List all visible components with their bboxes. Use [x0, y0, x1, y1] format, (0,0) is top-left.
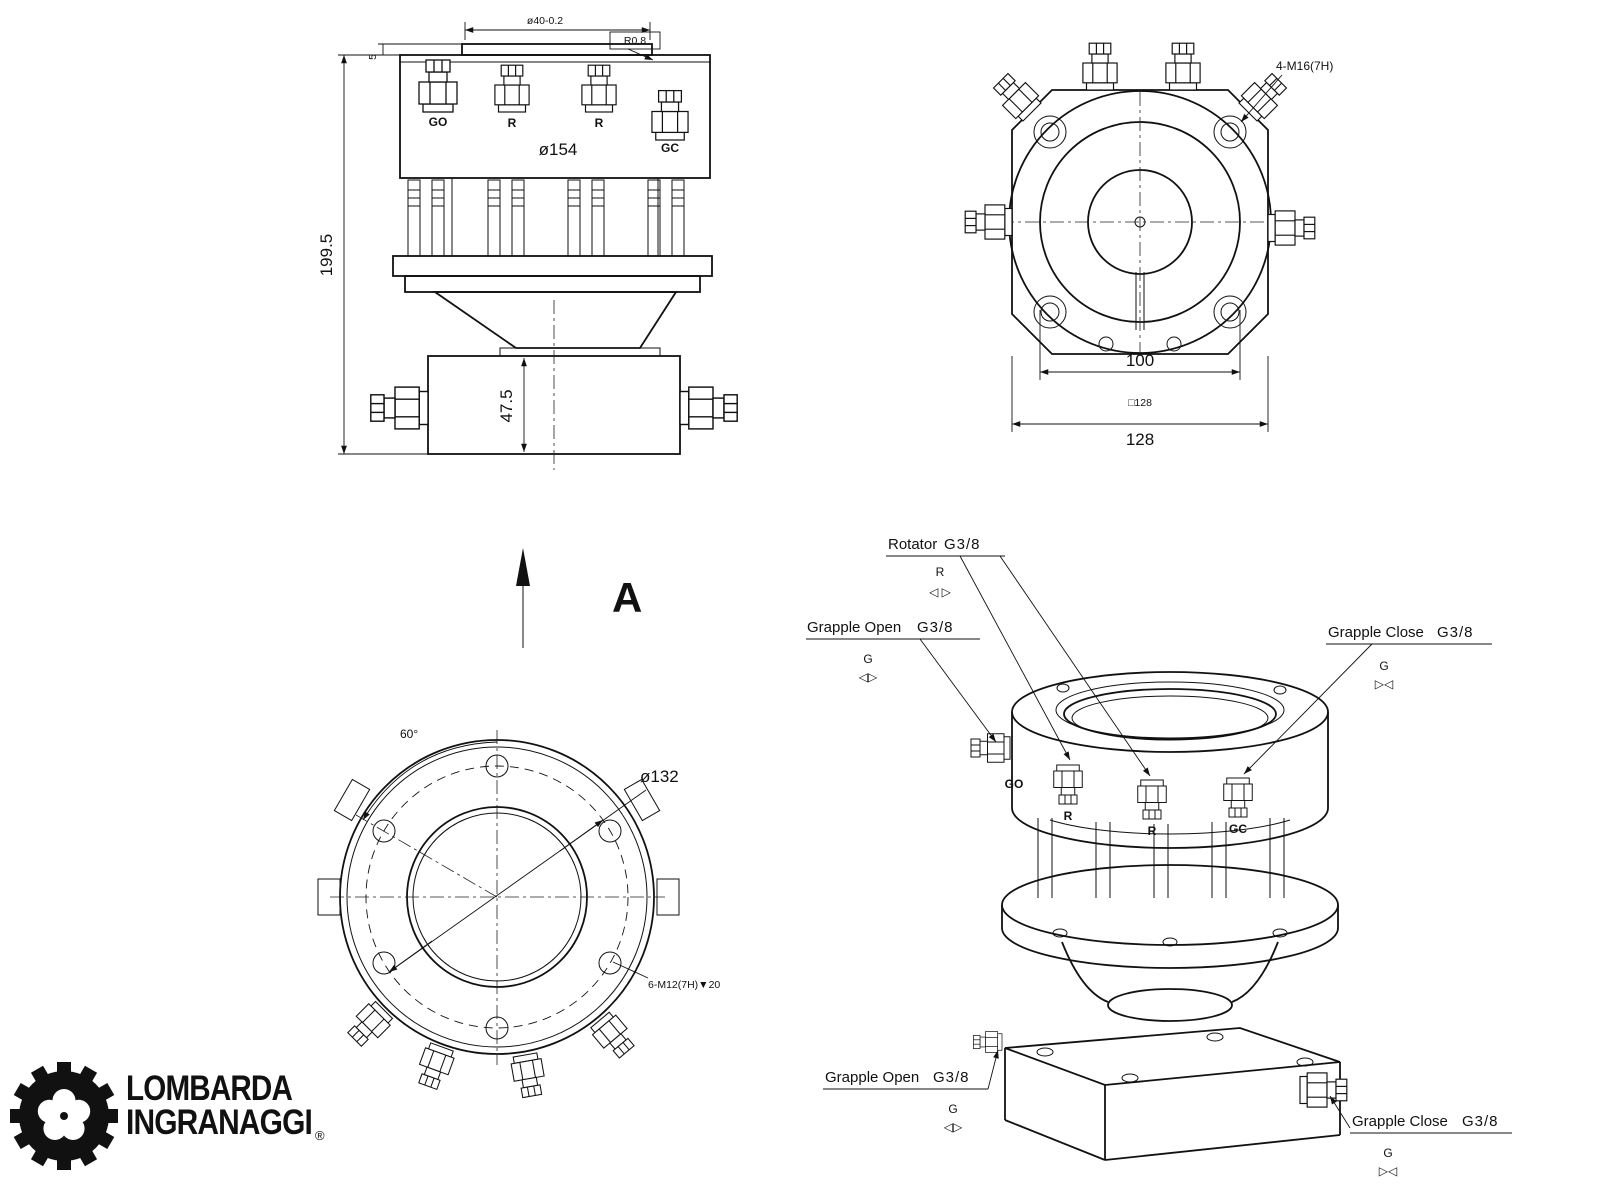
- dim-step: 5: [367, 54, 379, 60]
- annotation-grapple-close: Grapple Close G3/8 G ▷◁: [1243, 624, 1492, 775]
- hex-plug-gc: [651, 89, 689, 141]
- grapple-close-label: Grapple Close: [1328, 624, 1424, 641]
- grapple-open-lower-label: Grapple Open: [825, 1069, 919, 1086]
- bottom-plug-2: [509, 1051, 548, 1100]
- grapple-close-lower-valve-symbol: ▷◁: [1379, 1164, 1397, 1178]
- brand-line1: LOMBARDA: [126, 1069, 293, 1108]
- annotation-rotator: Rotator G3/8 R ◁ ▷: [886, 536, 1151, 777]
- iso-plug-go: [970, 733, 1011, 763]
- iso-port-r1: R: [1064, 809, 1073, 823]
- thread-note-m12: 6-M12(7H)▼20: [648, 979, 720, 991]
- front-view: GO R R GC ø154: [317, 15, 738, 470]
- annotation-grapple-close-lower: Grapple Close G3/8 G ▷◁: [1329, 1095, 1512, 1178]
- bottom-plug-4: [343, 998, 396, 1051]
- grapple-close-valve-symbol: ▷◁: [1375, 677, 1393, 691]
- rotator-valve-symbol: ◁ ▷: [928, 585, 952, 599]
- iso-port-gc: GC: [1229, 822, 1247, 836]
- rotator-label: Rotator: [888, 536, 937, 553]
- top-view: 4-M16(7H) 100 □128 128: [964, 42, 1333, 449]
- dim-inner-dia: 100: [1126, 351, 1154, 370]
- corner-holes: [1033, 115, 1247, 352]
- side-plug-right: [679, 386, 738, 430]
- thread-note-m16: 4-M16(7H): [1276, 59, 1333, 73]
- rotator-port: R: [936, 565, 945, 579]
- grapple-close-thread: G3/8: [1437, 624, 1474, 641]
- dim-square: □128: [1128, 397, 1152, 409]
- iso-port-go: GO: [1005, 777, 1024, 791]
- dim-body-dia: ø154: [539, 140, 578, 159]
- dim-lower-height: 47.5: [497, 389, 516, 422]
- bolt-holes: [372, 754, 622, 1040]
- rotator-thread: G3/8: [944, 536, 981, 553]
- grapple-open-port: G: [863, 652, 872, 666]
- top-plug-right: [1267, 210, 1316, 246]
- front-port-gc: GC: [661, 141, 679, 155]
- dim-bolt-circle: ø132: [640, 767, 679, 786]
- dim-radius: R0.8: [624, 35, 646, 47]
- dim-top-dia: ø40-0.2: [527, 15, 563, 27]
- iso-port-r2: R: [1148, 824, 1157, 838]
- front-port-go: GO: [429, 115, 448, 129]
- top-plug-corner-left: [988, 68, 1044, 124]
- front-port-r1: R: [508, 116, 517, 130]
- grapple-open-lower-thread: G3/8: [933, 1069, 970, 1086]
- annotation-grapple-open: Grapple Open G3/8 G ◁▷: [806, 619, 997, 743]
- gear-icon: [10, 1062, 118, 1170]
- iso-plug-r1: [1053, 764, 1083, 805]
- hex-plug-r2: [581, 64, 617, 113]
- annotation-grapple-open-lower: Grapple Open G3/8 G ◁▷: [823, 1049, 999, 1134]
- dim-total-height: 199.5: [317, 234, 336, 277]
- brand-logo: LOMBARDA INGRANAGGI ®: [10, 1062, 325, 1170]
- top-plug-1: [1082, 42, 1118, 91]
- side-plug-left: [370, 386, 429, 430]
- studs: [407, 179, 685, 257]
- grapple-open-lower-port: G: [948, 1102, 957, 1116]
- view-arrow: [516, 548, 530, 586]
- dim-width: 128: [1126, 430, 1154, 449]
- bottom-view: A 60° ø13: [317, 548, 720, 1100]
- brand-line2: INGRANAGGI: [126, 1103, 312, 1142]
- iso-studs: [1037, 818, 1285, 898]
- grapple-open-lower-valve-symbol: ◁▷: [943, 1120, 963, 1134]
- front-port-r2: R: [595, 116, 604, 130]
- grapple-close-lower-thread: G3/8: [1462, 1113, 1499, 1130]
- dim-angle: 60°: [400, 727, 418, 741]
- iso-plug-r2: [1137, 779, 1167, 820]
- iso-block-plug-left: [973, 1031, 1003, 1053]
- grapple-open-thread: G3/8: [917, 619, 954, 636]
- grapple-close-lower-port: G: [1383, 1146, 1392, 1160]
- grapple-open-label: Grapple Open: [807, 619, 901, 636]
- hex-plug-go: [418, 59, 458, 113]
- grapple-open-valve-symbol: ◁▷: [858, 670, 878, 684]
- hex-plug-r1: [494, 64, 530, 113]
- registered-mark: ®: [315, 1128, 325, 1143]
- grapple-close-port: G: [1379, 659, 1388, 673]
- top-plug-2: [1165, 42, 1201, 91]
- view-label: A: [612, 574, 642, 621]
- iso-view: GO R R GC: [806, 536, 1512, 1178]
- top-plug-left: [964, 204, 1013, 240]
- iso-plug-gc: [1223, 777, 1253, 818]
- bottom-plug-3: [412, 1041, 457, 1092]
- grapple-close-lower-label: Grapple Close: [1352, 1113, 1448, 1130]
